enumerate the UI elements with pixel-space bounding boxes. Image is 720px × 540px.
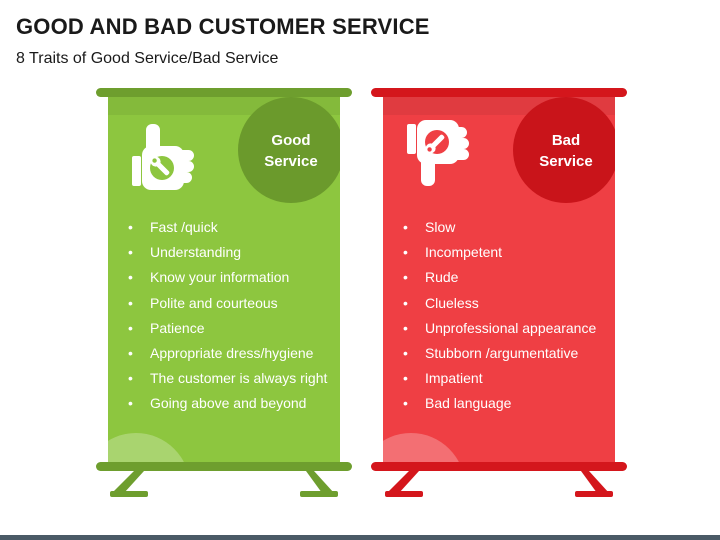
good-label-line2: Service <box>264 153 318 170</box>
list-item: Bad language <box>399 391 596 416</box>
banner-top-rod <box>96 88 352 97</box>
good-service-label: Good Service <box>251 130 331 172</box>
list-item: Understanding <box>124 240 327 265</box>
page-title: GOOD AND BAD CUSTOMER SERVICE <box>16 14 430 39</box>
decorative-corner <box>383 433 465 462</box>
decorative-corner <box>108 433 190 462</box>
list-item: Going above and beyond <box>124 391 327 416</box>
good-label-line1: Good <box>271 132 311 149</box>
bad-service-badge: Bad Service <box>513 97 615 203</box>
banner-stand-legs <box>110 471 338 497</box>
list-item: Polite and courteous <box>124 291 327 316</box>
bad-service-panel: Bad Service <box>383 97 615 462</box>
list-item: The customer is always right <box>124 366 327 391</box>
banner-top-rod <box>371 88 627 97</box>
good-service-banner: Good Service Fast /quick Understanding <box>96 88 352 498</box>
good-service-badge: Good Service <box>238 97 340 203</box>
banner-bottom-rod <box>371 462 627 471</box>
list-item: Unprofessional appearance <box>399 316 596 341</box>
page-subtitle: 8 Traits of Good Service/Bad Service <box>16 50 279 67</box>
list-item: Clueless <box>399 291 596 316</box>
list-item: Patience <box>124 316 327 341</box>
bad-label-line1: Bad <box>551 132 581 149</box>
good-traits-list: Fast /quick Understanding Know your info… <box>124 215 327 417</box>
good-service-panel: Good Service Fast /quick Understanding <box>108 97 340 462</box>
bad-service-label: Bad Service <box>526 130 606 172</box>
list-item: Know your information <box>124 265 327 290</box>
banner-stand-legs <box>385 471 613 497</box>
thumbs-up-wrench-icon <box>132 124 194 190</box>
list-item: Rude <box>399 265 596 290</box>
list-item: Fast /quick <box>124 215 327 240</box>
list-item: Stubborn /argumentative <box>399 341 596 366</box>
bad-label-line2: Service <box>539 153 593 170</box>
list-item: Slow <box>399 215 596 240</box>
banner-bottom-rod <box>96 462 352 471</box>
bad-service-banner: Bad Service <box>371 88 627 498</box>
list-item: Appropriate dress/hygiene <box>124 341 327 366</box>
bad-traits-list: Slow Incompetent Rude Clueless Unprofess… <box>399 215 596 417</box>
footer-bar <box>0 535 720 540</box>
list-item: Impatient <box>399 366 596 391</box>
list-item: Incompetent <box>399 240 596 265</box>
thumbs-down-wrench-icon <box>407 120 469 186</box>
